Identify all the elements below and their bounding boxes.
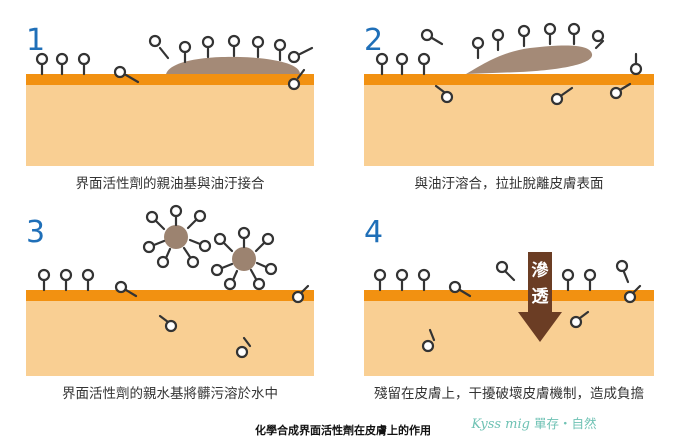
penetrate-arrow: 滲 透 — [518, 252, 562, 342]
footer-title: 化學合成界面活性劑在皮膚上的作用 — [255, 423, 431, 437]
panel-1-number: 1 — [26, 23, 45, 58]
panel-3-caption: 界面活性劑的親水基將髒污溶於水中 — [62, 385, 278, 402]
surfactant-molecules — [375, 22, 643, 106]
oil-blob — [166, 56, 300, 74]
skin-layer — [26, 290, 314, 376]
panel-1-caption: 界面活性劑的親油基與油汙接合 — [76, 175, 265, 192]
panel-2: 2 與油汙溶合，拉扯脫離皮膚表面 — [364, 22, 654, 192]
skin-surface — [26, 290, 314, 301]
panel-4-caption: 殘留在皮膚上，干擾破壞皮膚機制，造成負擔 — [374, 385, 644, 402]
skin-layer — [26, 74, 314, 166]
skin-surface — [26, 74, 314, 85]
brand-name: Kyss mig — [470, 417, 530, 432]
skin-surface — [364, 74, 654, 85]
panel-3-number: 3 — [26, 215, 45, 250]
skin-layer — [364, 290, 654, 376]
micelle — [210, 226, 278, 291]
oil-blob — [466, 45, 593, 74]
skin-layer — [364, 74, 654, 166]
penetrate-char-2: 透 — [532, 286, 550, 307]
surfactant-molecules — [35, 34, 314, 91]
micelle — [142, 204, 212, 269]
panel-1: 1 界面活性劑的親油基與油汙接合 — [26, 23, 314, 192]
penetrate-char-1: 滲 — [532, 260, 550, 281]
panel-4-number: 4 — [364, 215, 383, 250]
panel-3: 3 — [26, 204, 314, 402]
brand-slogan: 單存・自然 — [534, 416, 597, 431]
panel-4: 4 滲 透 殘留在皮膚上，干擾破壞皮膚機制，造成負擔 — [364, 215, 654, 402]
panel-2-caption: 與油汙溶合，拉扯脫離皮膚表面 — [415, 176, 604, 192]
surfactant-molecules — [37, 268, 310, 359]
surfactant-molecules — [373, 259, 642, 353]
panel-2-number: 2 — [364, 23, 383, 58]
skin-surface — [364, 290, 654, 301]
